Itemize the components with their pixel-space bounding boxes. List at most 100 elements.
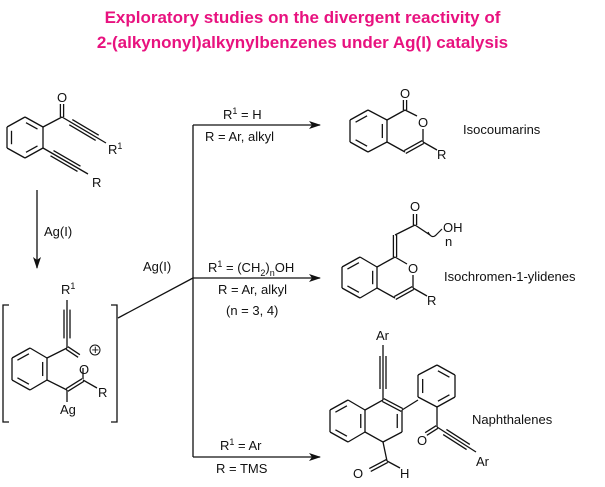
- bond-lines: [6, 100, 477, 472]
- chain-bracket: [427, 228, 443, 238]
- ring-bond: [359, 256, 378, 268]
- bond: [386, 141, 406, 153]
- double-bond: [65, 378, 83, 390]
- double-bond: [368, 459, 387, 470]
- ring-bond: [11, 347, 31, 359]
- cond-2-r: R = Ar, alkyl: [218, 282, 287, 297]
- double-bond: [25, 145, 38, 153]
- bond: [401, 399, 419, 411]
- ring-bond: [6, 116, 26, 128]
- cond-1-r1: R1 = H: [223, 106, 262, 122]
- cond-3-r1: R1 = Ar: [220, 437, 262, 453]
- nap-ald-h: H: [400, 466, 409, 481]
- triple-bond: [53, 150, 81, 167]
- triple-bond: [71, 119, 100, 136]
- ring-bond: [417, 396, 438, 408]
- ring-bond: [329, 399, 349, 411]
- double-bond: [381, 400, 402, 412]
- nap-ar-right: Ar: [476, 454, 490, 469]
- bond: [382, 441, 388, 462]
- bond: [386, 109, 406, 121]
- positive-charge-icon: [89, 344, 101, 356]
- triple-bond: [42, 147, 89, 175]
- ring-bond: [6, 147, 26, 159]
- bond: [386, 460, 401, 469]
- sm-r1: R1: [108, 141, 122, 157]
- ich-r: R: [427, 293, 436, 308]
- double-bond: [25, 122, 38, 130]
- double-bond: [355, 139, 368, 147]
- ring-bond: [367, 109, 388, 121]
- bond: [42, 116, 63, 128]
- double-bond: [405, 142, 425, 154]
- bond: [394, 224, 416, 236]
- double-bond: [395, 288, 415, 300]
- step1-reagent: Ag(I): [44, 224, 72, 239]
- int-oxygen: O: [79, 362, 89, 377]
- double-bond: [17, 377, 30, 385]
- nap-ketone-o: O: [417, 433, 427, 448]
- double-bond: [426, 427, 439, 436]
- ring-bond: [367, 141, 388, 153]
- product-isochromenylidenes: Isochromen-1-ylidenes: [444, 269, 576, 284]
- bond: [376, 287, 396, 299]
- bond: [394, 256, 408, 265]
- ring-bond: [349, 141, 369, 153]
- product-isocoumarins: Isocoumarins: [463, 122, 541, 137]
- int-charge: +: [92, 342, 100, 357]
- double-bond: [370, 461, 389, 472]
- nap-ar-top: Ar: [376, 328, 390, 343]
- bond: [46, 379, 68, 391]
- ich-ring-o: O: [408, 261, 418, 276]
- ring-bond: [11, 379, 31, 391]
- ring-bond: [436, 396, 456, 408]
- ring-bond: [359, 287, 378, 299]
- double-bond: [67, 346, 81, 356]
- ring-bond: [24, 116, 44, 128]
- bond: [364, 431, 384, 443]
- cond-3-r: R = TMS: [216, 461, 268, 476]
- bond: [364, 399, 384, 411]
- int-r: R: [98, 385, 107, 400]
- double-bond: [65, 348, 79, 358]
- branch-reagent: Ag(I): [143, 259, 171, 274]
- ring-bond: [349, 109, 369, 121]
- double-bond: [393, 286, 413, 298]
- ich-oh: OH: [443, 220, 463, 235]
- sm-r: R: [92, 175, 101, 190]
- int-r1: R1: [61, 281, 75, 297]
- ring-bond: [417, 364, 438, 376]
- double-bond: [17, 353, 30, 361]
- bond: [414, 224, 431, 236]
- double-bond: [67, 380, 85, 392]
- bond: [382, 431, 403, 443]
- triple-bond: [446, 428, 471, 446]
- product-naphthalenes: Naphthalenes: [472, 412, 553, 427]
- bond: [376, 256, 396, 268]
- title-line-2: 2-(alkynonyl)alkynylbenzenes under Ag(I)…: [96, 33, 509, 52]
- bond: [82, 379, 98, 389]
- triple-bond: [436, 426, 477, 453]
- triple-bond: [68, 124, 97, 141]
- ich-carbonyl-o: O: [410, 199, 420, 214]
- title-line-1: Exploratory studies on the divergent rea…: [104, 8, 501, 27]
- double-bond: [347, 285, 360, 293]
- ring-bond: [341, 287, 361, 299]
- bond: [404, 109, 418, 117]
- triple-bond: [61, 116, 107, 144]
- bond: [46, 347, 68, 359]
- ring-bond: [329, 431, 349, 443]
- int-ag: Ag: [60, 402, 76, 417]
- ring-bond: [24, 147, 44, 159]
- ring-bond: [29, 379, 48, 391]
- cond-2-r1: R1 = (CH2)nOH: [208, 259, 294, 278]
- iso-ring-o: O: [418, 115, 428, 130]
- ring-bond: [436, 364, 456, 376]
- double-bond: [437, 370, 450, 378]
- triple-bond: [442, 433, 467, 451]
- double-bond: [383, 398, 404, 410]
- double-bond: [403, 140, 423, 152]
- iso-carbonyl-o: O: [400, 86, 410, 101]
- bracket-left: [2, 304, 9, 423]
